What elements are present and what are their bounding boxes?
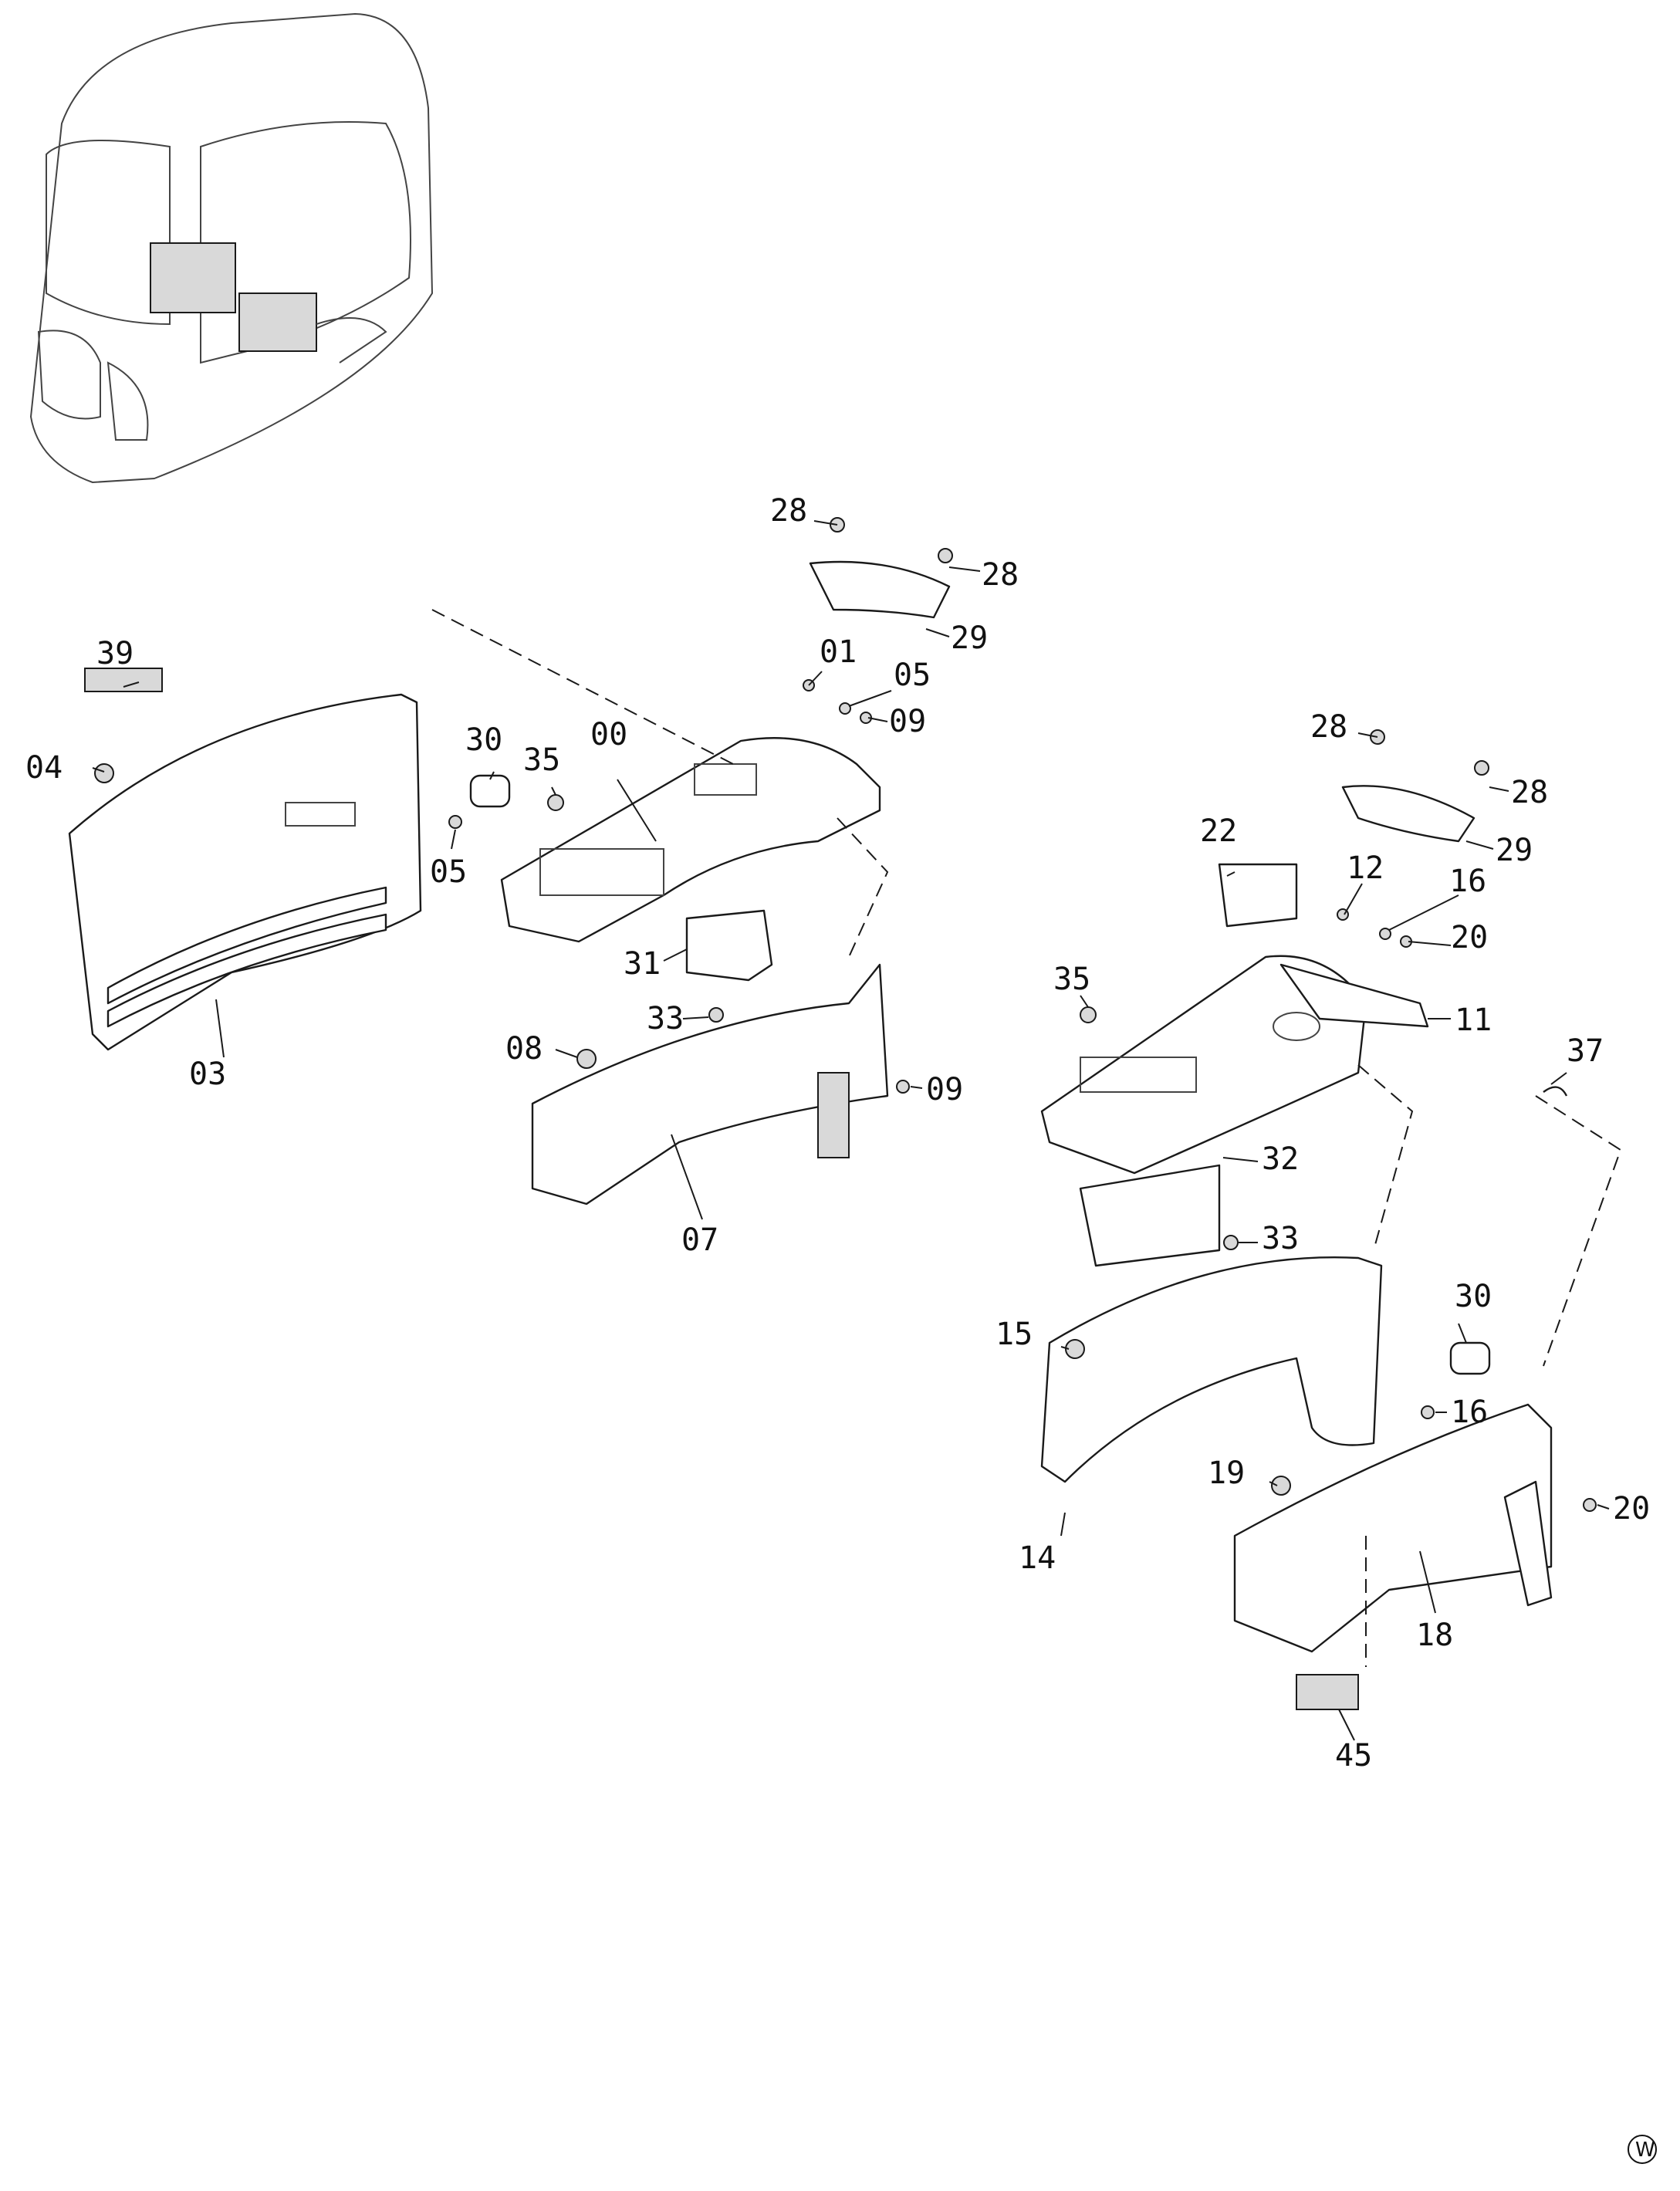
callout-18: 18 [1416, 1618, 1453, 1653]
callout-19: 19 [1208, 1456, 1245, 1491]
right-console [1040, 729, 1622, 1710]
callout-35: 35 [523, 742, 560, 778]
callout-29: 29 [1496, 833, 1533, 868]
callout-03: 03 [189, 1057, 226, 1092]
callout-20: 20 [1451, 920, 1488, 955]
plug-35b [1080, 1006, 1097, 1023]
watermark-badge: W [1628, 2135, 1657, 2164]
callout-22: 22 [1200, 813, 1237, 849]
console-00 [500, 737, 881, 943]
clip-37 [1543, 1086, 1568, 1097]
callout-28: 28 [770, 493, 807, 529]
bolt-28b [938, 548, 953, 563]
callout-05: 05 [430, 854, 467, 890]
clip-19 [1271, 1476, 1291, 1496]
switch-30a [469, 774, 511, 808]
screw-16b [1421, 1405, 1435, 1419]
console-right [1040, 955, 1367, 1175]
screw-33b [1223, 1235, 1239, 1250]
plug-35a [547, 794, 564, 811]
callout-07: 07 [681, 1222, 718, 1258]
screw-09b [896, 1080, 910, 1094]
screw-33a [708, 1007, 724, 1023]
callout-37: 37 [1567, 1033, 1604, 1069]
callout-04: 04 [25, 750, 63, 786]
callout-45: 45 [1335, 1738, 1372, 1773]
clip-08 [576, 1049, 597, 1069]
callout-00: 00 [590, 717, 627, 752]
ashtray-22 [1218, 863, 1298, 928]
callout-35: 35 [1053, 962, 1090, 997]
left-side-panel [68, 668, 511, 1051]
callout-09: 09 [926, 1072, 963, 1107]
callout-29: 29 [951, 620, 988, 656]
cab-overview [29, 12, 434, 484]
cover-18 [1233, 1403, 1553, 1653]
callout-33: 33 [1262, 1221, 1299, 1256]
callouts: 28 28 29 01 05 09 00 39 04 05 30 35 03 3… [25, 493, 1650, 1773]
watermark-letter: W [1635, 2139, 1655, 2162]
callout-12: 12 [1347, 850, 1384, 886]
callout-32: 32 [1262, 1141, 1299, 1177]
leader-lines [92, 520, 1610, 1741]
callout-30: 30 [1455, 1279, 1492, 1314]
callout-11: 11 [1455, 1003, 1492, 1038]
bezel-29b [1341, 785, 1475, 843]
screw-20b [1583, 1498, 1597, 1512]
callout-16: 16 [1451, 1395, 1488, 1430]
callout-33: 33 [647, 1001, 684, 1036]
bezel-29a [809, 560, 951, 619]
callout-30: 30 [465, 722, 502, 758]
callout-31: 31 [624, 946, 661, 982]
cover-07 [531, 963, 889, 1205]
callout-28: 28 [982, 557, 1019, 593]
center-console [431, 517, 953, 1205]
callout-14: 14 [1019, 1540, 1056, 1576]
cover-14 [1040, 1256, 1383, 1483]
label-plate-39 [84, 668, 163, 692]
clip-04 [94, 763, 114, 783]
callout-09: 09 [889, 704, 926, 739]
box-31 [685, 909, 773, 982]
callout-28: 28 [1310, 709, 1347, 745]
callout-15: 15 [995, 1317, 1033, 1352]
callout-28: 28 [1511, 775, 1548, 810]
callout-08: 08 [505, 1031, 543, 1067]
screw-05a [448, 815, 462, 829]
callout-05: 05 [894, 658, 931, 693]
clip-15 [1065, 1339, 1085, 1359]
callout-20: 20 [1613, 1491, 1650, 1527]
switch-30b [1449, 1341, 1491, 1375]
bolt-28d [1474, 760, 1489, 776]
tray-32 [1079, 1164, 1221, 1267]
callout-16: 16 [1449, 864, 1486, 899]
block-45 [1296, 1674, 1359, 1710]
callout-39: 39 [96, 636, 134, 671]
bracket-11 [1279, 963, 1429, 1028]
callout-01: 01 [820, 634, 857, 670]
